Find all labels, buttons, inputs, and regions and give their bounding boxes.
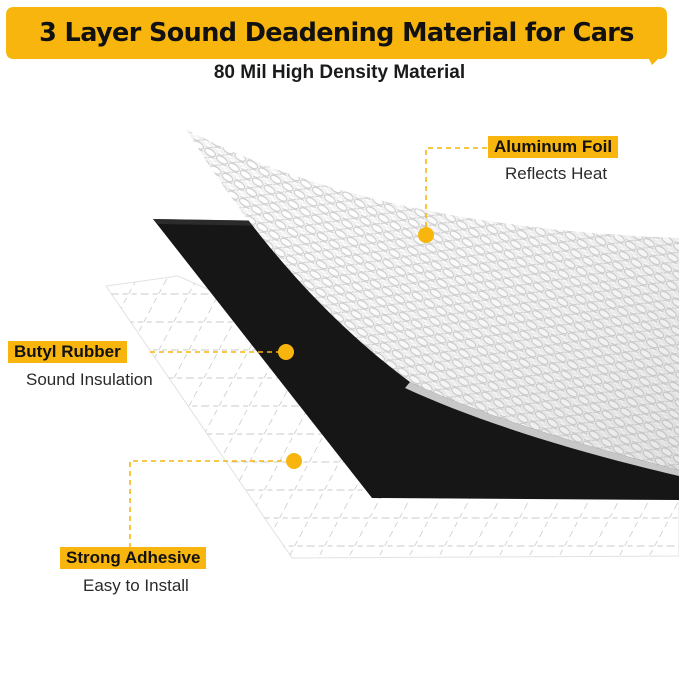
foil-leader [418,147,487,243]
aluminum-foil-tag: Aluminum Foil [488,136,619,158]
adhesive-leader [129,453,302,548]
rubber-leader [150,344,294,360]
butyl-rubber-tag: Butyl Rubber [8,341,127,363]
foil-marker-dot [418,227,434,243]
strong-adhesive-tag: Strong Adhesive [60,547,207,569]
title-banner: 3 Layer Sound Deadening Material for Car… [6,7,667,65]
aluminum-foil-desc: Reflects Heat [505,164,608,183]
title-banner-shape [6,7,667,65]
butyl-rubber-desc: Sound Insulation [26,370,153,389]
page-title: 3 Layer Sound Deadening Material for Car… [39,18,634,48]
rubber-marker-dot [278,344,294,360]
adhesive-marker-dot [286,453,302,469]
strong-adhesive-desc: Easy to Install [83,576,189,595]
page-subtitle: 80 Mil High Density Material [213,62,466,83]
aluminum-foil-layer [186,129,679,476]
